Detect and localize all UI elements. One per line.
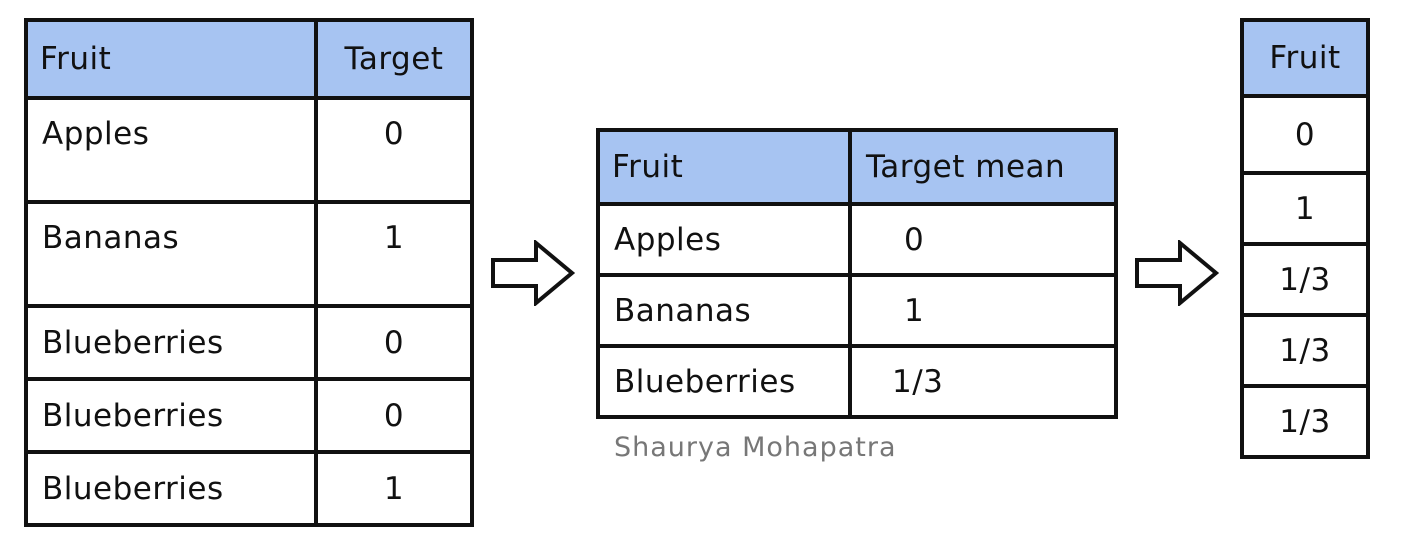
column-header-target: Target (314, 18, 474, 100)
table-row: Apples 0 (24, 96, 474, 204)
table-row: 1/3 (1240, 384, 1370, 459)
table-row: Blueberries 1/3 (596, 344, 1118, 419)
encoded-value-cell: 1/3 (1240, 242, 1370, 317)
column-header-fruit: Fruit (596, 128, 852, 206)
table-row: Apples 0 (596, 202, 1118, 277)
fruit-cell: Apples (24, 96, 318, 204)
encoded-value-cell: 1 (1240, 171, 1370, 246)
source-table: Fruit Target Apples 0 Bananas 1 Blueberr… (24, 18, 474, 527)
encoded-value-cell: 0 (1240, 94, 1370, 175)
fruit-cell: Blueberries (596, 344, 852, 419)
column-header-target-mean: Target mean (848, 128, 1118, 206)
mean-cell: 1 (848, 273, 1118, 348)
table-header-row: Fruit Target mean (596, 128, 1118, 206)
right-arrow-icon (491, 240, 576, 306)
encoded-table: Fruit 0 1 1/3 1/3 1/3 (1240, 18, 1370, 459)
table-row: 1/3 (1240, 242, 1370, 317)
author-credit: Shaurya Mohapatra (614, 432, 897, 463)
table-row: Blueberries 1 (24, 450, 474, 527)
target-mean-table: Fruit Target mean Apples 0 Bananas 1 Blu… (596, 128, 1118, 419)
table-row: Bananas 1 (596, 273, 1118, 348)
mean-cell: 1/3 (848, 344, 1118, 419)
target-cell: 1 (314, 450, 474, 527)
column-header-fruit: Fruit (1240, 18, 1370, 98)
fruit-cell: Blueberries (24, 304, 318, 381)
target-cell: 0 (314, 96, 474, 204)
table-row: 0 (1240, 94, 1370, 175)
fruit-cell: Apples (596, 202, 852, 277)
encoded-value-cell: 1/3 (1240, 384, 1370, 459)
table-row: Bananas 1 (24, 200, 474, 308)
table-header-row: Fruit (1240, 18, 1370, 98)
column-header-fruit: Fruit (24, 18, 318, 100)
table-header-row: Fruit Target (24, 18, 474, 100)
table-row: 1/3 (1240, 313, 1370, 388)
table-row: 1 (1240, 171, 1370, 246)
table-row: Blueberries 0 (24, 304, 474, 381)
target-cell: 0 (314, 377, 474, 454)
mean-cell: 0 (848, 202, 1118, 277)
fruit-cell: Blueberries (24, 377, 318, 454)
target-cell: 1 (314, 200, 474, 308)
fruit-cell: Blueberries (24, 450, 318, 527)
target-cell: 0 (314, 304, 474, 381)
fruit-cell: Bananas (24, 200, 318, 308)
table-row: Blueberries 0 (24, 377, 474, 454)
encoded-value-cell: 1/3 (1240, 313, 1370, 388)
fruit-cell: Bananas (596, 273, 852, 348)
right-arrow-icon (1135, 240, 1220, 306)
